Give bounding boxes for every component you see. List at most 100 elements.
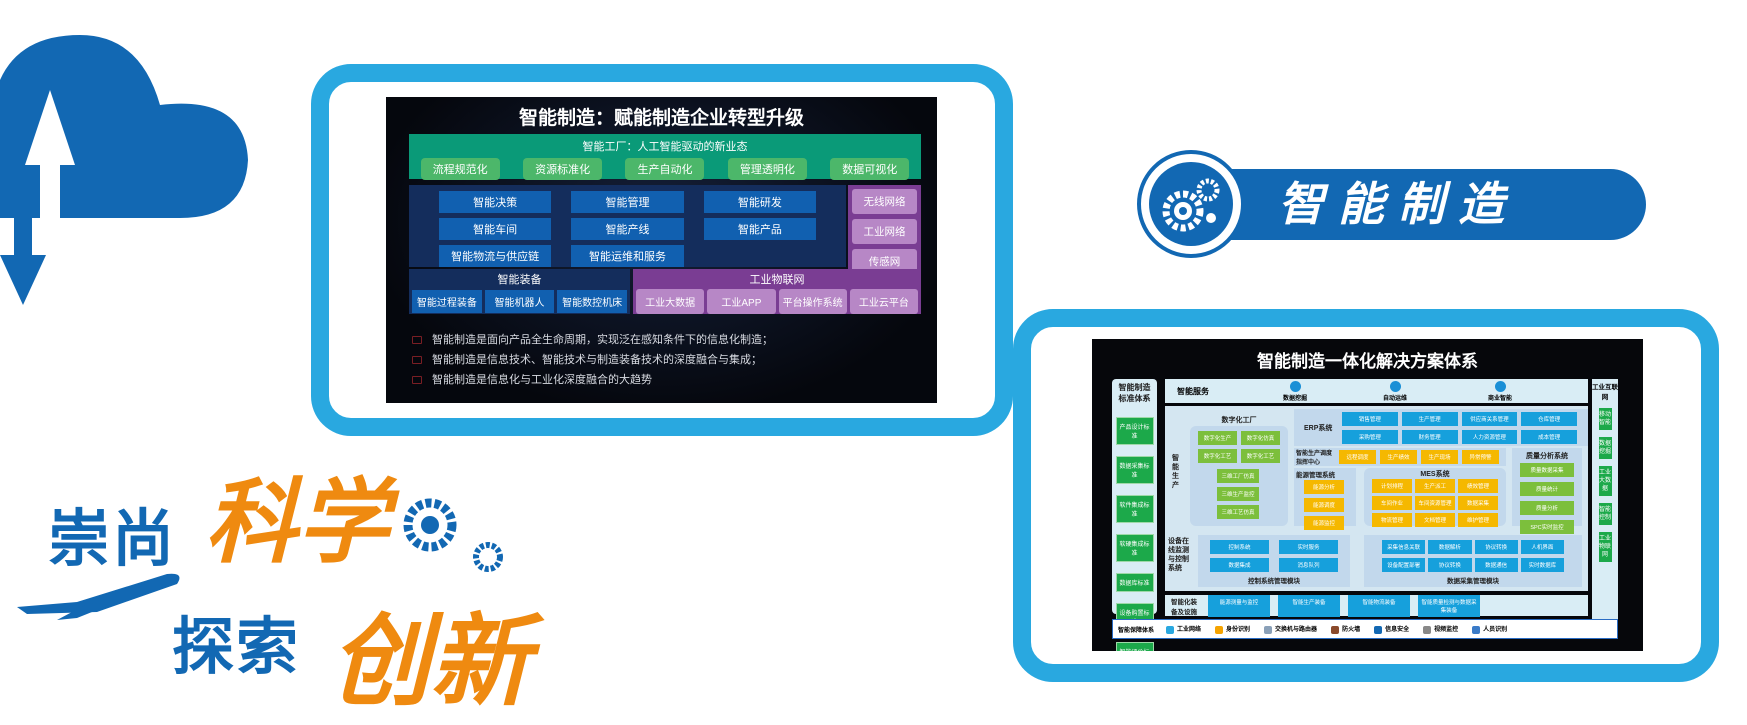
factory-feature: 资源标准化	[523, 158, 603, 180]
equipment-item: 智能数控机床	[557, 290, 628, 313]
monitor-label: 设备在线监测与控制系统	[1168, 538, 1189, 572]
smart-factory-heading: 智能工厂：人工智能驱动的新业态	[582, 141, 748, 153]
security-item: 信息安全	[1374, 624, 1410, 634]
security-item: 视频监控	[1423, 624, 1458, 634]
bullet-text: 智能制造是信息技术、智能技术与制造装备技术的深度融合与集成；	[432, 354, 762, 366]
erp-item: 仓库管理	[1521, 412, 1577, 426]
mes-item: 生产派工	[1415, 479, 1455, 493]
equipment-heading: 智能装备	[497, 274, 542, 286]
smart-capability: 智能决策	[439, 191, 552, 213]
acquisition-item-list: 采集信息关联数据解析协议转换人机界面设备配置部署协议转换数据通信实时数据库	[1382, 540, 1564, 572]
facility-item-list: 能源测量与监控智能生产装备智能物流装备智能质量检测与数据采集装备	[1208, 594, 1480, 617]
energy-item: 能源调度	[1304, 498, 1344, 512]
security-item-list: 工业网络 身份识别 交换机与路由器 防火墙 信息安全 视频监控 人员识别	[1166, 624, 1507, 634]
erp-item: 销售管理	[1342, 412, 1398, 426]
mes-item: 车间资源管理	[1415, 496, 1455, 510]
airplane-icon	[17, 573, 180, 620]
security-item: 防火墙	[1331, 624, 1361, 634]
lock-icon	[1215, 625, 1224, 634]
digital-factory-heading: 数字化工厂	[1221, 417, 1257, 424]
facility-item: 能源测量与监控	[1208, 594, 1270, 617]
bullet-item: 智能制造是信息技术、智能技术与制造装备技术的深度融合与集成；	[412, 350, 773, 370]
standard-item: 数据库标准	[1115, 573, 1154, 592]
factory-feature: 生产自动化	[625, 158, 705, 180]
acquisition-item: 数据解析	[1428, 540, 1472, 554]
dispatch-item: 生产现场	[1421, 450, 1458, 464]
cloud-icon	[1389, 381, 1401, 392]
acquisition-item: 设备配置部署	[1382, 558, 1426, 572]
services-heading: 智能服务	[1177, 386, 1209, 396]
service-label: 数据挖掘	[1282, 396, 1307, 402]
mes-item-list: 计划排程生产派工绩效管理车间作业车间资源管理数据采集物流管理文档管理维护管理	[1372, 479, 1498, 527]
security-label: 交换机与路由器	[1275, 627, 1318, 634]
internet-item: 数据挖掘	[1598, 437, 1612, 459]
mes-item: 维护管理	[1458, 513, 1498, 527]
slogan-line1-blue: 崇尚	[48, 505, 177, 574]
smart-capability: 智能物流与供应链	[439, 245, 552, 267]
security-label: 防火墙	[1342, 627, 1361, 634]
facility-item: 智能生产装备	[1278, 594, 1340, 617]
standards-heading: 智能制造标准体系	[1118, 383, 1151, 403]
cloud-icon	[1289, 381, 1301, 392]
bullet-text: 智能制造是面向产品全生命周期，实现泛在感知条件下的信息化制造；	[432, 334, 773, 346]
iot-item: 工业大数据	[636, 289, 705, 314]
bullet-text: 智能制造是信息化与工业化深度融合的大趋势	[432, 374, 652, 386]
quality-item: SPC实时监控	[1520, 520, 1574, 534]
smart-capabilities: 智能决策智能管理智能研发智能车间智能产线智能产品智能物流与供应链智能运维和服务	[409, 185, 846, 267]
mes-item: 文档管理	[1415, 513, 1455, 527]
equipment-item: 智能机器人	[484, 290, 555, 313]
mes-item: 数据采集	[1458, 496, 1498, 510]
facilities-band: 智能化装备及设施 能源测量与监控智能生产装备智能物流装备智能质量检测与数据采集装…	[1165, 594, 1588, 617]
energy-heading: 能源管理系统	[1296, 472, 1335, 479]
left-slide: 智能制造：赋能制造企业转型升级 智能工厂：人工智能驱动的新业态 流程规范化资源标…	[386, 97, 937, 403]
factory-feature: 数据可视化	[830, 158, 910, 180]
mes-item: 物流管理	[1372, 513, 1412, 527]
internet-item: 移动智能	[1598, 408, 1612, 430]
erp-item: 供应商关系管理	[1461, 412, 1518, 426]
person-icon	[1472, 625, 1481, 634]
erp-item: 成本管理	[1521, 430, 1577, 444]
internet-item: 工业大数据	[1598, 466, 1612, 496]
security-item: 人员识别	[1472, 624, 1507, 634]
digital-factory-item-list: 数字化生产数字化仿真数字化工艺数字化工艺	[1198, 431, 1280, 463]
acquisition-heading: 数据采集管理模块	[1447, 578, 1499, 585]
security-label: 身份识别	[1226, 627, 1251, 634]
security-item: 工业网络	[1166, 624, 1201, 634]
smart-capability: 智能车间	[439, 218, 552, 240]
bullet-item: 智能制造是面向产品全生命周期，实现泛在感知条件下的信息化制造；	[412, 330, 773, 350]
internet-item: 工业物联网	[1598, 532, 1612, 562]
slogan-line2-orange: 创新	[330, 602, 530, 720]
bullet-list: 智能制造是面向产品全生命周期，实现泛在感知条件下的信息化制造； 智能制造是信息技…	[412, 330, 773, 390]
camera-icon	[1423, 625, 1432, 634]
control-heading: 控制系统管理模块	[1248, 578, 1300, 585]
slide-title: 智能制造：赋能制造企业转型升级	[518, 108, 804, 129]
quality-heading: 质量分析系统	[1526, 453, 1568, 460]
badge-title: 智能制造	[1190, 169, 1646, 240]
control-item: 消息队列	[1279, 558, 1338, 572]
control-item: 实时服务	[1279, 540, 1338, 554]
erp-item: 人力资源管理	[1461, 430, 1518, 444]
digital-factory-item: 数字化工艺	[1241, 449, 1280, 463]
security-label: 信息安全	[1385, 627, 1410, 634]
acquisition-item: 采集信息关联	[1382, 540, 1426, 554]
service-label: 商业智能	[1487, 396, 1512, 402]
folder-icon	[412, 356, 422, 364]
internet-heading: 工业互联网	[1592, 384, 1618, 401]
smart-capability: 智能研发	[703, 191, 816, 213]
mes-item: 计划排程	[1372, 479, 1412, 493]
security-heading: 智能保障体系	[1118, 627, 1155, 634]
security-bar: 智能保障体系 工业网络 身份识别 交换机与路由器 防火墙 信息安全 视频监控 人员识别	[1112, 619, 1618, 639]
service-item: 自动运维	[1375, 381, 1415, 402]
standard-item: 智能评价标准	[1115, 642, 1154, 651]
dispatch-item-list: 远程调度生产绩效生产现场异常预警	[1339, 450, 1499, 464]
folder-icon	[412, 376, 422, 384]
energy-item-list: 能源分析能源调度能源监控	[1304, 480, 1344, 530]
erp-item: 财务管理	[1401, 430, 1458, 444]
slide-title: 智能制造一体化解决方案体系	[1257, 352, 1478, 371]
acquisition-item: 实时数据库	[1520, 558, 1564, 572]
mes-heading: MES系统	[1420, 471, 1450, 478]
erp-item: 生产管理	[1401, 412, 1458, 426]
erp-item-list: 销售管理生产管理供应商关系管理仓库管理采购管理财务管理人力资源管理成本管理	[1342, 412, 1577, 444]
facility-item: 智能质量检测与数据采集装备	[1418, 594, 1480, 617]
